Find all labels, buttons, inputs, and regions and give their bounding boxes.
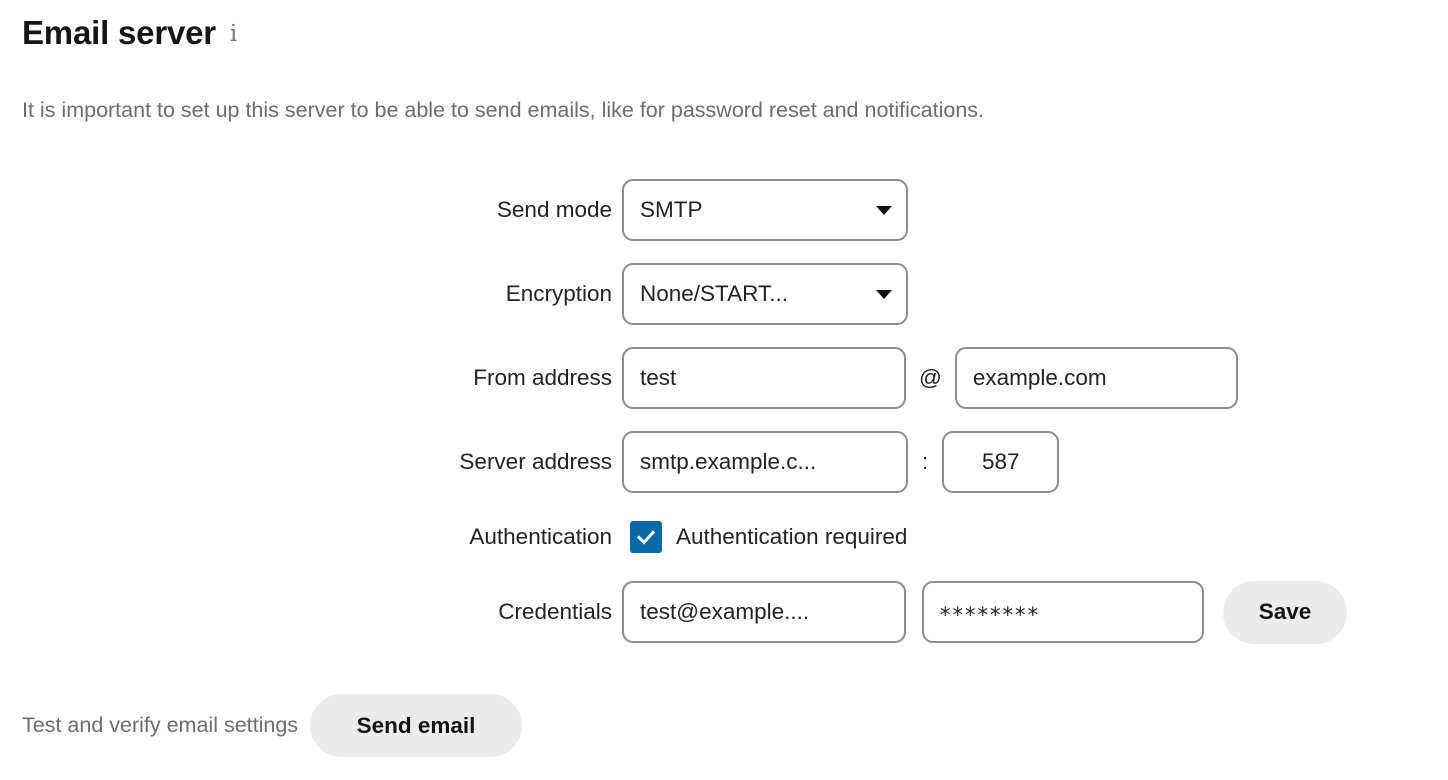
page-title: Email server xyxy=(22,14,216,51)
row-from-address: From address test @ example.com xyxy=(0,336,1448,420)
send-mode-label: Send mode xyxy=(496,197,612,222)
server-host-value: smtp.example.c... xyxy=(640,449,817,474)
row-send-mode: Send mode SMTP xyxy=(0,168,1448,252)
save-button[interactable]: Save xyxy=(1223,580,1347,644)
from-address-local-value: test xyxy=(640,365,677,390)
encryption-select[interactable]: None/START... xyxy=(622,263,908,325)
server-port-value: 587 xyxy=(981,449,1020,474)
from-address-control: test @ example.com xyxy=(622,347,1238,409)
encryption-control: None/START... xyxy=(622,263,908,325)
from-address-domain-value: example.com xyxy=(972,365,1107,390)
credentials-password-value: ******** xyxy=(940,603,1040,627)
row-credentials: Credentials test@example.... ******** Sa… xyxy=(0,570,1448,654)
server-address-label: Server address xyxy=(459,449,612,474)
send-mode-control: SMTP xyxy=(622,179,908,241)
authentication-label: Authentication xyxy=(469,524,612,549)
credentials-username-input[interactable]: test@example.... xyxy=(622,581,906,643)
from-address-label: From address xyxy=(473,365,612,390)
colon-separator: : xyxy=(922,449,929,474)
row-encryption: Encryption None/START... xyxy=(0,252,1448,336)
page-header: Email server i xyxy=(22,16,237,49)
authentication-required-checkbox[interactable] xyxy=(630,521,662,553)
send-mode-select[interactable]: SMTP xyxy=(622,179,908,241)
server-host-input[interactable]: smtp.example.c... xyxy=(622,431,908,493)
encryption-label: Encryption xyxy=(505,281,612,306)
server-address-control: smtp.example.c... : 587 xyxy=(622,431,1060,493)
credentials-password-input[interactable]: ******** xyxy=(922,581,1204,643)
chevron-down-icon xyxy=(876,289,892,299)
authentication-required-label: Authentication required xyxy=(676,524,908,549)
send-mode-value: SMTP xyxy=(640,197,703,222)
from-address-local-input[interactable]: test xyxy=(622,347,906,409)
test-email-label: Test and verify email settings xyxy=(22,713,299,737)
credentials-control: test@example.... ******** Save xyxy=(622,580,1347,644)
credentials-username-value: test@example.... xyxy=(640,599,810,624)
from-address-domain-input[interactable]: example.com xyxy=(954,347,1238,409)
info-icon[interactable]: i xyxy=(229,21,238,47)
email-server-form: Send mode SMTP Encryption None/START... … xyxy=(0,168,1448,654)
authentication-control: Authentication required xyxy=(622,521,907,553)
at-separator: @ xyxy=(919,365,942,390)
test-email-row: Test and verify email settings Send emai… xyxy=(22,694,523,757)
chevron-down-icon xyxy=(876,205,892,215)
checkmark-icon xyxy=(636,530,656,545)
encryption-value: None/START... xyxy=(640,281,788,306)
send-email-button[interactable]: Send email xyxy=(310,694,523,757)
server-port-input[interactable]: 587 xyxy=(942,431,1060,493)
page-description: It is important to set up this server to… xyxy=(22,98,984,122)
credentials-label: Credentials xyxy=(498,599,612,624)
row-authentication: Authentication Authentication required xyxy=(0,504,1448,570)
row-server-address: Server address smtp.example.c... : 587 xyxy=(0,420,1448,504)
